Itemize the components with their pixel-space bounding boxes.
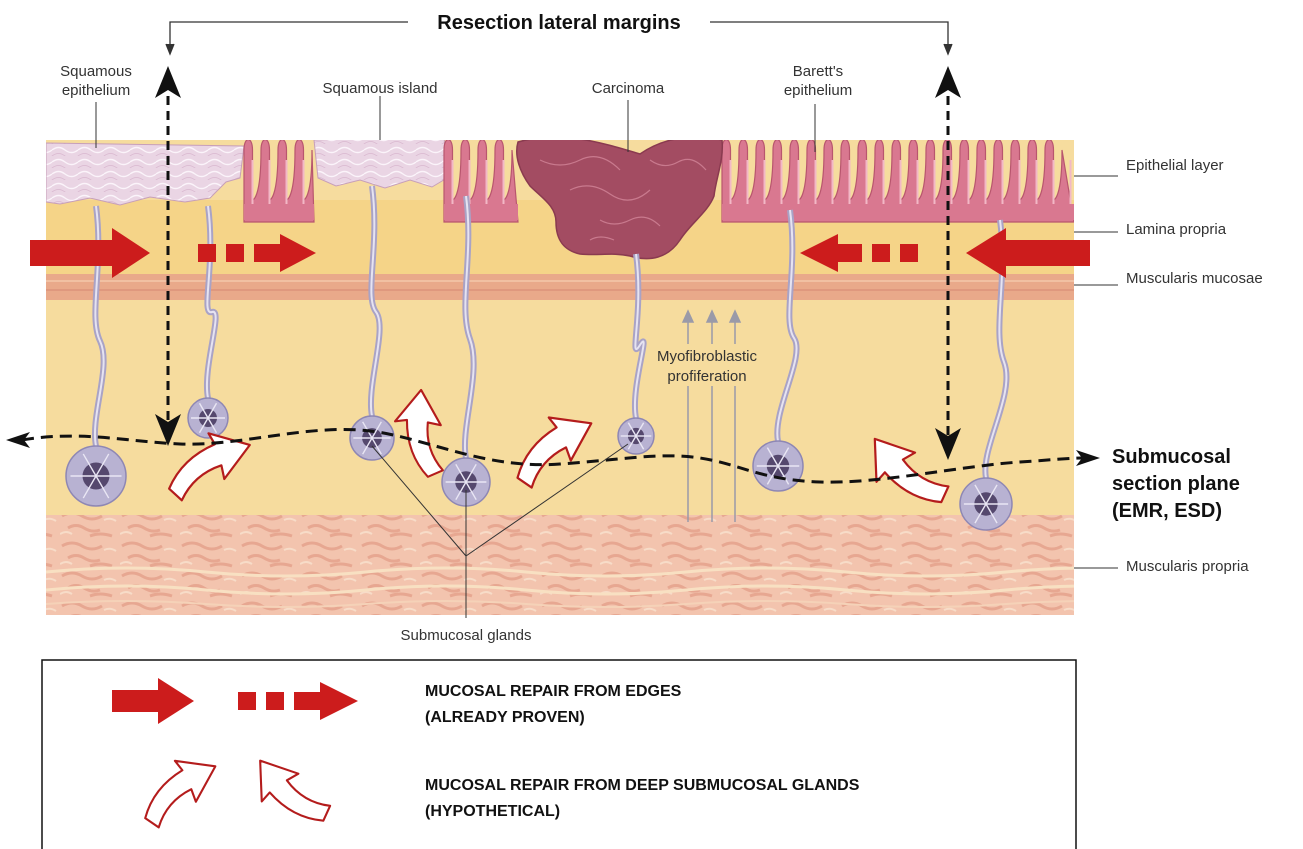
legend-edges-line2: (ALREADY PROVEN) — [425, 709, 585, 726]
tissue-cross-section — [46, 136, 1166, 615]
muscularis-propria-label: Muscularis propria — [1126, 558, 1249, 575]
myofibroblastic-label-2: profiferation — [667, 368, 746, 385]
muscularis-propria-layer — [46, 515, 1166, 615]
submucosal-glands-label: Submucosal glands — [401, 627, 532, 644]
section-plane-label-1: Submucosal — [1112, 446, 1231, 468]
arrowhead-up-right — [935, 66, 961, 98]
squamous-island — [314, 136, 447, 188]
muscularis-mucosae-label: Muscularis mucosae — [1126, 270, 1263, 287]
villi-base — [722, 204, 1074, 220]
legend-glands-line2: (HYPOTHETICAL) — [425, 803, 560, 820]
squamous-island-label: Squamous island — [322, 80, 437, 97]
legend-edges-line1: MUCOSAL REPAIR FROM EDGES — [425, 683, 682, 700]
squamous-epithelium-label-2: epithelium — [62, 82, 130, 99]
lamina-propria-label: Lamina propria — [1126, 221, 1227, 238]
legend-box: MUCOSAL REPAIR FROM EDGES (ALREADY PROVE… — [42, 660, 1076, 849]
villi-base — [244, 204, 314, 220]
baretts-epithelium-label-1: Barett's — [793, 63, 843, 80]
resection-margins-title: Resection lateral margins — [437, 12, 680, 34]
myofibroblastic-label-1: Myofibroblastic — [657, 348, 758, 365]
carcinoma-label: Carcinoma — [592, 80, 665, 97]
section-plane-label-2: section plane — [1112, 473, 1240, 495]
villi-base — [444, 204, 518, 220]
section-plane-label-3: (EMR, ESD) — [1112, 500, 1222, 522]
baretts-epithelium-label-2: epithelium — [784, 82, 852, 99]
squamous-epithelium-label-1: Squamous — [60, 63, 132, 80]
epithelial-layer-label: Epithelial layer — [1126, 157, 1224, 174]
muscularis-mucosae-layer — [46, 274, 1074, 300]
arrowhead-up-left — [155, 66, 181, 98]
legend-glands-line1: MUCOSAL REPAIR FROM DEEP SUBMUCOSAL GLAN… — [425, 777, 860, 794]
